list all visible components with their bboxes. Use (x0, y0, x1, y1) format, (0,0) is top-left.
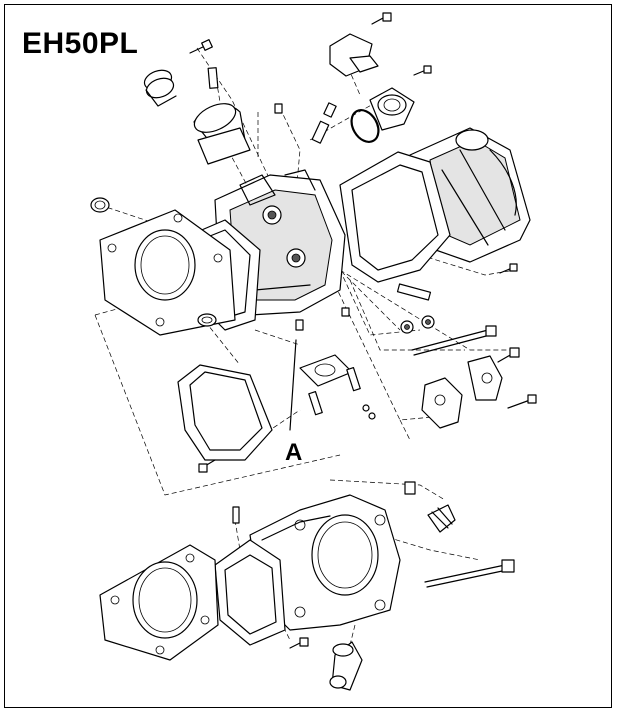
bracket-left (421, 377, 463, 429)
nuts-small (362, 404, 376, 420)
oil-seal-small (197, 313, 217, 327)
dowel-pins-top (274, 102, 337, 144)
water-nipple (427, 504, 456, 533)
sleeve-pipe (396, 283, 432, 301)
nut-washer-pair (400, 315, 435, 334)
valve-cover-gasket (339, 151, 451, 283)
bracket-right (467, 355, 503, 401)
thermostat-housing (329, 12, 392, 77)
elbow-fitting (329, 641, 363, 691)
o-ring (350, 109, 380, 143)
block-stud-top (232, 481, 416, 524)
top-bolt-left (189, 39, 213, 54)
callout-leader-a (289, 339, 297, 431)
exhaust-gasket (299, 354, 353, 387)
cylinder-block (249, 494, 401, 631)
base-gasket (99, 544, 219, 661)
small-dowel (341, 307, 350, 317)
exhaust-studs (308, 367, 361, 416)
intake-clamp (143, 69, 177, 107)
block-jacket (214, 539, 286, 646)
oil-seal-left (90, 197, 110, 213)
top-bolt-right (413, 65, 432, 76)
side-cover (177, 364, 273, 461)
head-flange-left (99, 209, 236, 336)
long-stud-bolt (411, 325, 497, 356)
block-bolt-bottom (289, 637, 309, 649)
callout-label-a: A (285, 439, 303, 466)
head-bolt-right (497, 347, 520, 363)
stud-a (295, 319, 304, 331)
side-cover-bolt (198, 459, 216, 473)
stud-top (207, 67, 219, 89)
model-title: EH50PL (22, 27, 139, 60)
block-long-bolt (424, 559, 515, 588)
water-outlet (369, 87, 415, 131)
intake-pipe (193, 103, 251, 165)
bracket-bolt (507, 394, 537, 409)
cover-bolt (499, 263, 518, 274)
